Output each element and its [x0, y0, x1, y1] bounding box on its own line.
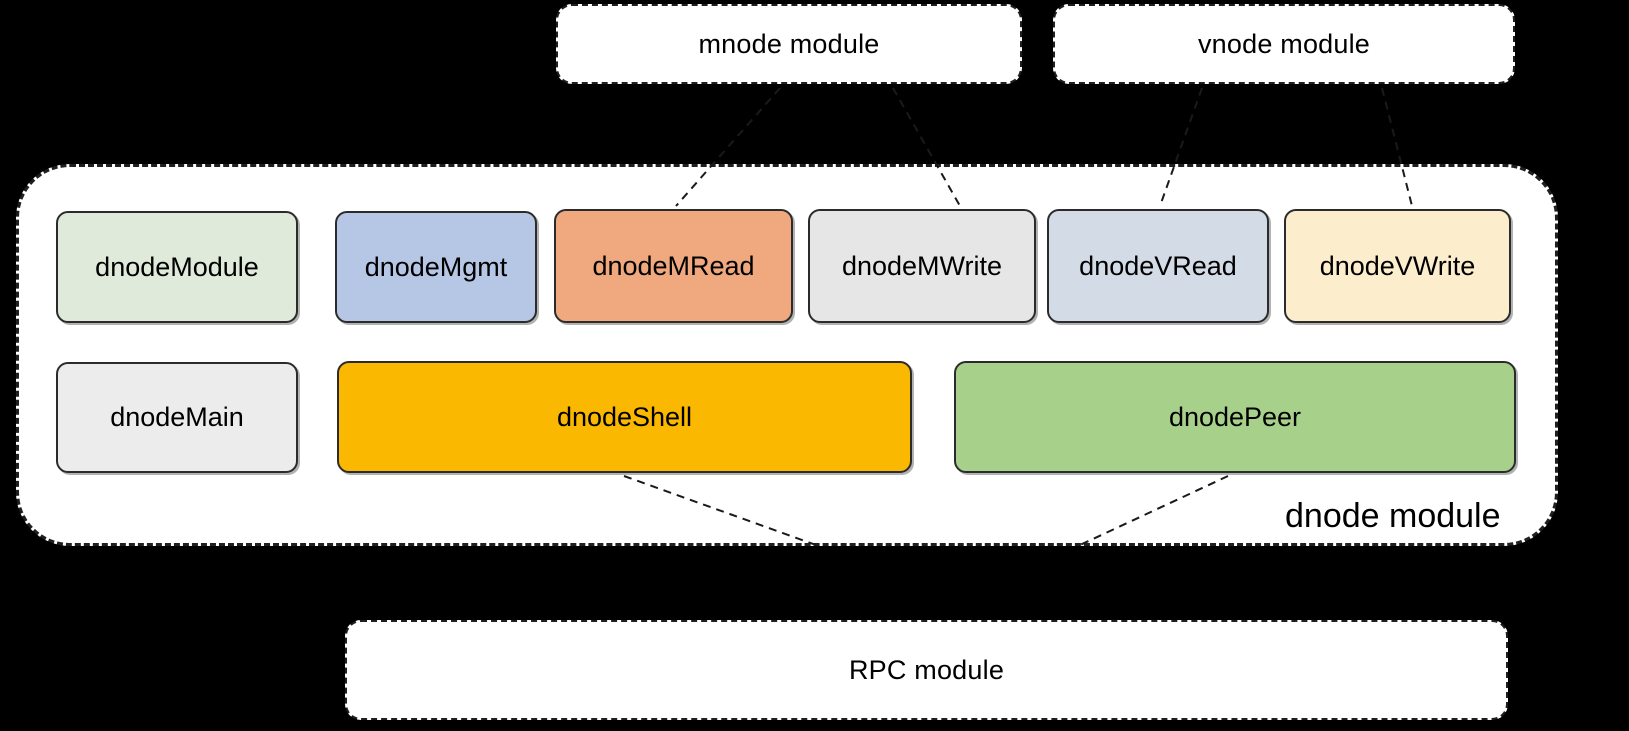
- component-label: dnodeVWrite: [1319, 250, 1476, 281]
- mnode-module-box: mnode module: [556, 4, 1022, 84]
- component-dnodeVWrite[interactable]: dnodeVWrite: [1284, 209, 1511, 323]
- rpc-module-box: RPC module: [345, 620, 1508, 720]
- rpc-module-label: RPC module: [848, 654, 1005, 685]
- component-label: dnodeVRead: [1079, 250, 1237, 281]
- component-dnodeModule[interactable]: dnodeModule: [56, 211, 298, 323]
- component-label: dnodePeer: [1168, 401, 1302, 432]
- component-label: dnodeShell: [556, 401, 693, 432]
- component-label: dnodeMain: [110, 402, 244, 432]
- component-dnodeShell[interactable]: dnodeShell: [337, 361, 912, 473]
- dnode-module-label: dnode module: [1285, 497, 1501, 535]
- component-label: dnodeMWrite: [841, 250, 1003, 281]
- vnode-module-label: vnode module: [1197, 28, 1371, 59]
- component-dnodeMWrite[interactable]: dnodeMWrite: [808, 209, 1036, 323]
- component-dnodeVRead[interactable]: dnodeVRead: [1047, 209, 1269, 323]
- component-dnodePeer[interactable]: dnodePeer: [954, 361, 1516, 473]
- component-label: dnodeModule: [95, 251, 259, 282]
- component-label: dnodeMRead: [592, 250, 755, 281]
- component-dnodeMgmt[interactable]: dnodeMgmt: [335, 211, 537, 323]
- component-dnodeMain[interactable]: dnodeMain: [56, 362, 298, 473]
- vnode-module-box: vnode module: [1053, 4, 1515, 84]
- component-dnodeMRead[interactable]: dnodeMRead: [554, 209, 793, 323]
- mnode-module-label: mnode module: [698, 28, 880, 59]
- component-label: dnodeMgmt: [364, 251, 508, 282]
